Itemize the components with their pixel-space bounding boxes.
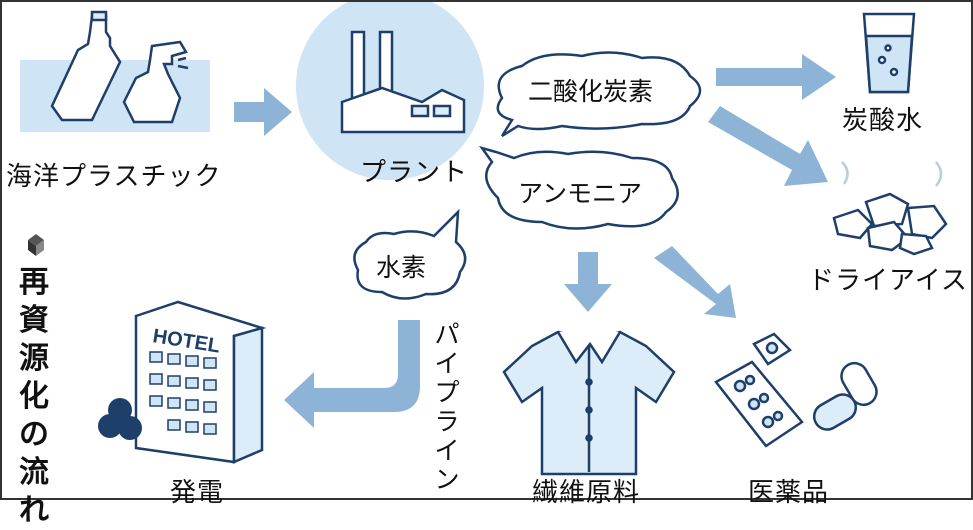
label-plant: プラント (360, 158, 469, 188)
pipeline-label: パイプライン (434, 320, 460, 494)
factory-icon (340, 30, 466, 134)
shirt-icon (502, 330, 676, 476)
label-medicine: 医薬品 (748, 478, 830, 508)
cloud-co2-label: 二酸化炭素 (528, 77, 654, 106)
label-ocean-plastic: 海洋プラスチック (6, 162, 222, 192)
cloud-hydrogen-shape (353, 208, 467, 300)
label-dry-ice: ドライアイス (808, 266, 968, 296)
plastic-bottle-icon (50, 10, 122, 122)
medicine-icon (714, 332, 878, 448)
label-carbonated-water: 炭酸水 (842, 106, 924, 136)
diagram-graphics: HOTEL (20, 2, 948, 476)
label-power: 発電 (170, 478, 225, 508)
spray-bottle-icon (122, 40, 189, 124)
pipeline-arrow (284, 320, 420, 428)
arrow-ocean-to-plant (234, 88, 292, 136)
cloud-ammonia-label: アンモニア (518, 179, 643, 208)
arrow-to-carbonated-water (716, 54, 836, 100)
arrow-to-medicine (654, 246, 736, 318)
title-marker-icon (28, 234, 44, 256)
hotel-building-icon (134, 300, 267, 464)
arrow-to-dry-ice (708, 106, 828, 186)
cloud-co2-shape (496, 51, 702, 138)
dry-ice-icon (832, 161, 948, 256)
arrow-to-fiber (564, 252, 612, 312)
tree-icon (98, 398, 142, 440)
label-fiber: 繊維原料 (532, 478, 641, 508)
diagram-title: 再資源化の流れ (19, 265, 49, 528)
cloud-ammonia-shape (478, 145, 679, 230)
cloud-hydrogen-label: 水素 (376, 253, 427, 282)
glass-icon (862, 12, 916, 94)
